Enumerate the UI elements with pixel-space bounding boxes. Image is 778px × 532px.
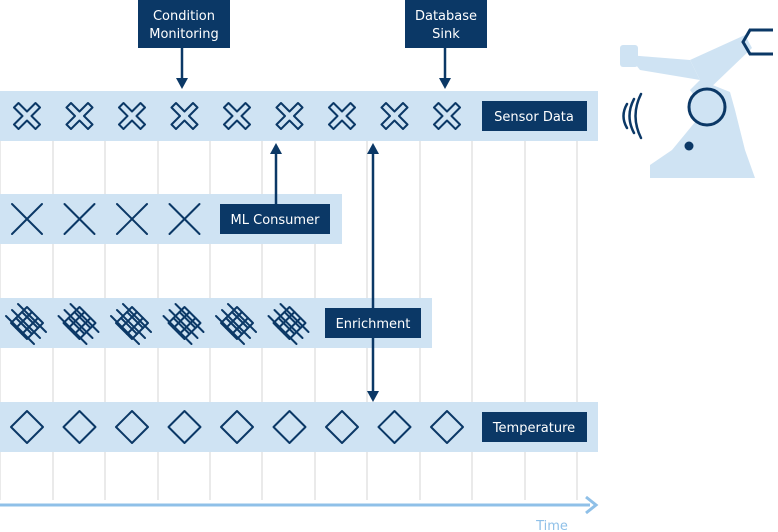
temperature-event-4 [167, 410, 202, 444]
enrichment-event-1 [5, 303, 47, 345]
temperature-event-9 [430, 410, 464, 444]
enrichment-event-6 [267, 303, 310, 345]
sensor-data-event-5 [223, 102, 251, 130]
condition-monitoring-line1: Condition [153, 9, 215, 24]
ml-consumer-text: ML Consumer [231, 213, 321, 228]
sensor-data-event-6 [275, 102, 304, 130]
ml-consumer-event-1 [11, 203, 43, 235]
enrichment-event-3 [110, 303, 152, 345]
temperature-event-1 [10, 410, 44, 444]
temperature-text: Temperature [492, 421, 575, 436]
enrichment-label: Enrichment [325, 308, 421, 338]
enrichment-event-5 [215, 303, 257, 345]
temperature-event-5 [220, 410, 254, 444]
ml-consumer-event-4 [168, 203, 201, 235]
enrichment-event-4 [162, 303, 205, 345]
condition-monitoring-arrow [176, 48, 188, 89]
sensor-data-event-8 [380, 102, 409, 130]
sensor-data-event-3 [118, 102, 146, 130]
condition-monitoring-label: Condition Monitoring [138, 0, 230, 48]
database-sink-label: Database Sink [405, 0, 487, 48]
signal-waves-icon [622, 92, 643, 140]
sensor-data-event-1 [13, 102, 41, 130]
temperature-label: Temperature [482, 412, 587, 442]
time-label: Time [535, 519, 568, 532]
sensor-data-text: Sensor Data [494, 110, 574, 125]
database-sink-line2: Sink [432, 27, 460, 42]
ml-consumer-event-3 [116, 203, 148, 235]
temperature-event-7 [325, 410, 359, 444]
robot-arm-icon [620, 28, 773, 178]
sensor-data-event-4 [170, 102, 199, 130]
sensor-data-label: Sensor Data [482, 101, 587, 131]
enrichment-text: Enrichment [336, 317, 411, 332]
database-sink-line1: Database [415, 9, 477, 24]
time-axis: Time [0, 495, 599, 532]
temperature-event-2 [62, 410, 97, 444]
temperature-event-6 [272, 410, 307, 444]
ml-consumer-event-2 [63, 203, 96, 235]
ml-consumer-arrow [270, 143, 282, 205]
sensor-data-event-7 [328, 102, 356, 130]
event-marks [5, 102, 464, 444]
temperature-event-8 [377, 410, 412, 444]
sensor-data-event-9 [433, 102, 461, 130]
condition-monitoring-line2: Monitoring [149, 27, 219, 42]
enrichment-event-2 [57, 303, 100, 345]
database-sink-arrow [439, 48, 451, 89]
enrichment-arrow [367, 143, 379, 402]
sensor-data-event-2 [65, 102, 94, 130]
temperature-event-3 [115, 410, 149, 444]
ml-consumer-label: ML Consumer [220, 204, 330, 234]
